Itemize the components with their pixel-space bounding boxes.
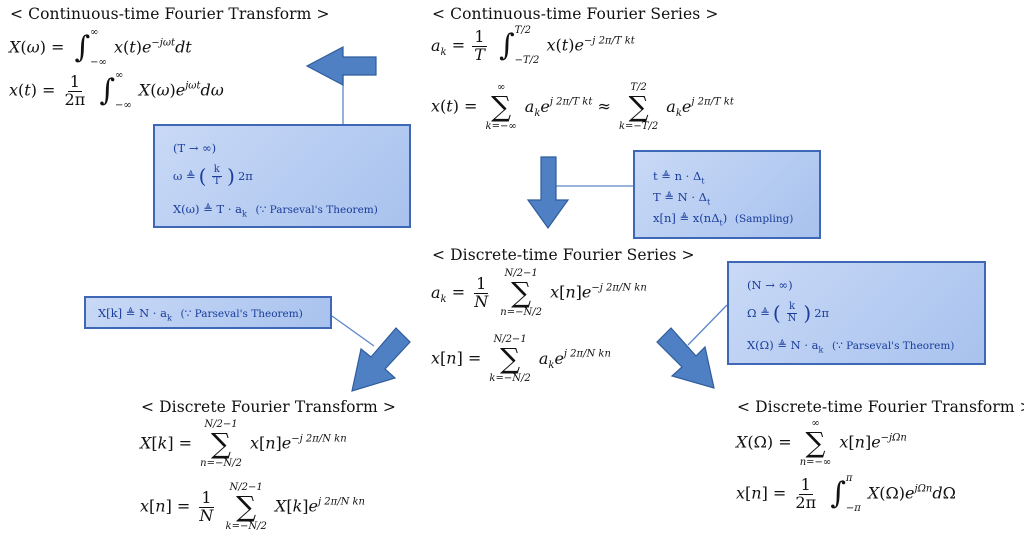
equation-dtft-analysis: X(Ω) = ∞∑n=−∞ x[n]e−jΩn	[736, 418, 907, 468]
box-dft-X-def: X[k] ≜ N · a	[98, 306, 167, 320]
box-dtft-note: (∵ Parseval's Theorem)	[832, 340, 955, 352]
equation-ctfs-synthesis: x(t) = ∞∑k=−∞ akej 2π/T kt ≈ T/2∑k=−T/2 …	[431, 82, 734, 132]
box-ctft-line1: (T → ∞)	[173, 141, 217, 155]
box-ctft-sub: k	[241, 209, 247, 219]
box-sampling-sub2: t	[706, 197, 711, 207]
box-sampling-close-paren: )	[722, 211, 728, 225]
arrow-down-to-dtfs	[526, 156, 570, 230]
box-dtft-X-def: X(Ω) ≜ N · a	[747, 338, 819, 352]
box-dtft-frac-num: k	[786, 301, 798, 314]
title-dtft: < Discrete-time Fourier Transform >	[737, 398, 1024, 416]
box-dtft-line1: (N → ∞)	[747, 278, 793, 292]
box-sampling: t ≜ n · Δt T ≜ N · Δt x[n] ≜ x(nΔt) (Sam…	[633, 150, 821, 239]
box-sampling-sub1: t	[701, 176, 705, 186]
box-ctft-X-def: X(ω) ≜ T · a	[173, 202, 242, 216]
equation-ctft-analysis: X(ω) = ∫∞−∞ x(t)e−jωtdt	[9, 27, 192, 68]
title-dft: < Discrete Fourier Transform >	[141, 398, 396, 416]
box-dtft-Omega-def: Ω ≜	[747, 306, 770, 320]
box-sampling-T-def: T ≜ N · Δ	[653, 190, 707, 204]
equation-dft-analysis: X[k] = N/2−1∑n=−N/2 x[n]e−j 2π/N kn	[140, 419, 347, 469]
arrow-down-left-to-dft	[351, 327, 411, 392]
box-ctft-frac-num: k	[211, 164, 222, 177]
box-sampling-line3: x[n] ≜ x(nΔt) (Sampling)	[653, 211, 793, 227]
box-sampling-t-def: t ≜ n · Δ	[653, 169, 702, 183]
equation-dtfs-synthesis: x[n] = N/2−1∑k=−N/2 akej 2π/N kn	[431, 334, 611, 384]
box-sampling-note: (Sampling)	[734, 213, 794, 225]
box-dft-line: X[k] ≜ N · ak (∵ Parseval's Theorem)	[98, 306, 303, 322]
box-dtft-2pi: 2π	[814, 306, 830, 320]
box-sampling-line2: T ≜ N · Δt	[653, 190, 710, 206]
box-dtft-sub: k	[818, 345, 824, 355]
box-sampling-line1: t ≜ n · Δt	[653, 169, 704, 185]
connector-dtft	[687, 304, 728, 346]
box-dtft-frac-den: N	[787, 312, 797, 324]
box-dft-note: (∵ Parseval's Theorem)	[180, 308, 303, 320]
box-dtft-line3: X(Ω) ≜ N · ak (∵ Parseval's Theorem)	[747, 338, 954, 354]
box-ctft-note: (∵ Parseval's Theorem)	[255, 204, 378, 216]
box-sampling-x-def: x[n] ≜ x(nΔ	[653, 211, 720, 225]
arrow-left-to-ctft	[305, 46, 377, 86]
box-ctft-frac-den: T	[213, 175, 221, 187]
box-ctft-omega-def: ω ≜	[173, 169, 196, 183]
title-dtfs: < Discrete-time Fourier Series >	[432, 246, 695, 264]
box-dft-sub: k	[166, 313, 172, 323]
connector-dft	[331, 315, 375, 347]
title-ctfs: < Continuous-time Fourier Series >	[432, 5, 719, 23]
arrow-down-right-to-dtft	[656, 327, 715, 389]
box-ctft-line3: X(ω) ≜ T · ak (∵ Parseval's Theorem)	[173, 202, 378, 218]
box-sampling-sub3: t	[719, 218, 723, 228]
box-dtfs-to-dft: X[k] ≜ N · ak (∵ Parseval's Theorem)	[84, 296, 332, 329]
title-ctft: < Continuous-time Fourier Transform >	[10, 5, 330, 23]
box-ctft-2pi: 2π	[237, 169, 253, 183]
